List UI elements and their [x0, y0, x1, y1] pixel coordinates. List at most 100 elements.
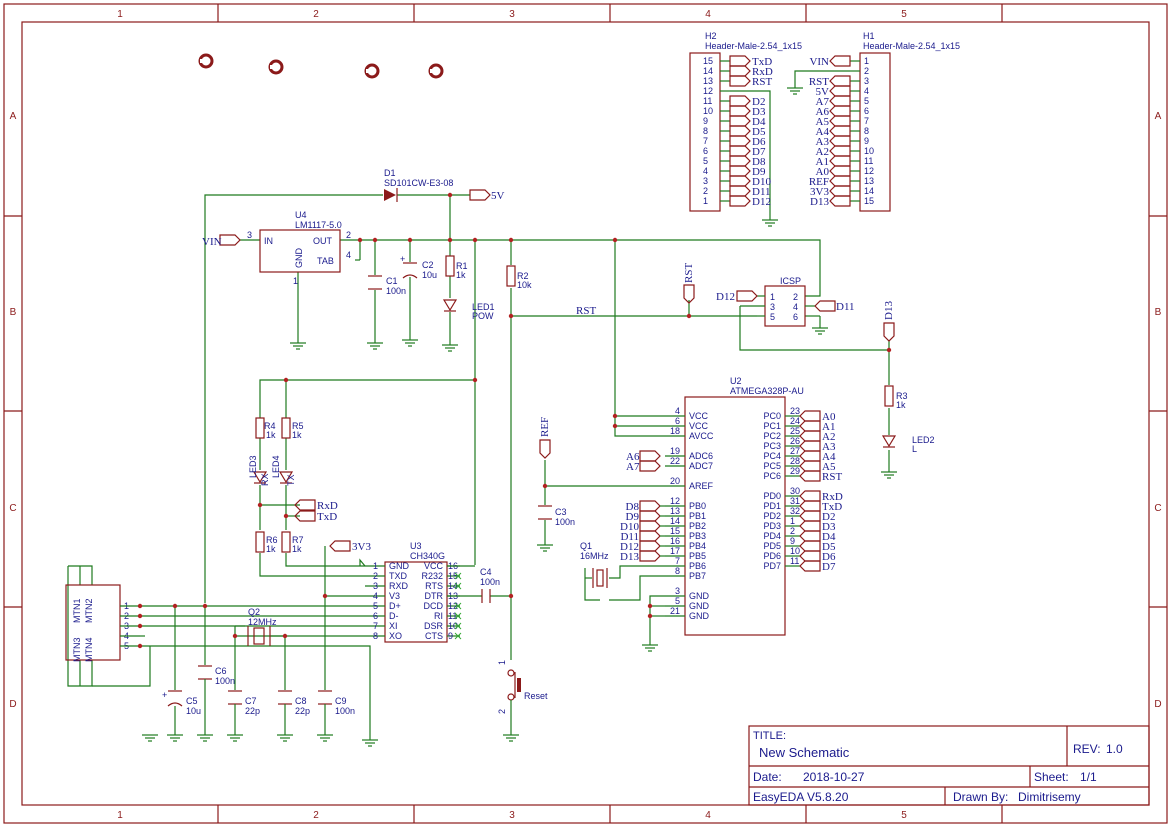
h2-10-netflag[interactable]: [729, 155, 751, 167]
capacitor-c8[interactable]: C8 22p: [278, 690, 310, 735]
h2-13-netflag[interactable]: [729, 185, 751, 197]
resistor-r1[interactable]: R1 1k: [445, 255, 468, 280]
capacitor-c7[interactable]: C7 22p: [228, 690, 260, 735]
led-led1[interactable]: LED1 POW: [442, 299, 495, 321]
capacitor-c1[interactable]: C1 100n: [368, 275, 406, 296]
pb-4-netflag[interactable]: [639, 540, 661, 552]
u2r-10-netflag[interactable]: [799, 520, 821, 532]
pb-5-netflag[interactable]: [639, 550, 661, 562]
h1-8-netflag[interactable]: [829, 135, 851, 147]
u2r-9-netflag[interactable]: [799, 510, 821, 522]
u2r-0-netflag[interactable]: [799, 410, 821, 422]
led-led4[interactable]: LED4 TX: [271, 455, 296, 486]
resistor-r5[interactable]: R5 1k: [281, 417, 304, 440]
h2-1-netflag[interactable]: [729, 65, 751, 77]
h1-7-netflag[interactable]: [829, 125, 851, 137]
pb-3-netflag[interactable]: [639, 530, 661, 542]
resistor-r4[interactable]: R4 1k: [255, 417, 276, 440]
u2r-13-netflag[interactable]: [799, 550, 821, 562]
regulator-u4[interactable]: U4 LM1117-5.0 IN OUT TAB GND 3 2 4 1: [247, 210, 351, 286]
u2r-3-netflag[interactable]: [799, 440, 821, 452]
rst-netflag[interactable]: RST: [683, 263, 695, 304]
u2-net-label: D6: [822, 551, 836, 563]
u2r-4-netflag[interactable]: [799, 450, 821, 462]
u2r-2-netflag[interactable]: [799, 430, 821, 442]
a6-netflag[interactable]: A6: [626, 450, 661, 463]
h1-2-netflag[interactable]: [829, 75, 851, 87]
u3-ref: U3: [410, 541, 422, 551]
icsp-header[interactable]: ICSP 1 2 3 4 5 6: [740, 276, 815, 327]
capacitor-c2[interactable]: + C2 10u: [400, 254, 437, 280]
h2-0-netflag[interactable]: [729, 55, 751, 67]
capacitor-c4[interactable]: C4 100n: [480, 567, 500, 603]
h2-9-netflag[interactable]: [729, 145, 751, 157]
h1-5-netflag[interactable]: [829, 105, 851, 117]
h2-12-netflag[interactable]: [729, 175, 751, 187]
header-h1[interactable]: H1 Header-Male-2.54_1x15 1VIN23RST45V5A7…: [794, 31, 960, 212]
h2-4-netflag[interactable]: [729, 95, 751, 107]
d13-netflag[interactable]: D13: [883, 301, 895, 342]
u2r-11-netflag[interactable]: [799, 530, 821, 542]
u2r-7-netflag[interactable]: [799, 490, 821, 502]
u2r-14-netflag[interactable]: [799, 560, 821, 572]
h1-9-netflag[interactable]: [829, 145, 851, 157]
5v-netflag[interactable]: 5V: [469, 189, 505, 202]
u2r-5-netflag[interactable]: [799, 460, 821, 472]
capacitor-c9[interactable]: C9 100n: [318, 690, 355, 735]
h2-2-netflag[interactable]: [729, 75, 751, 87]
pb-0-netflag[interactable]: [639, 500, 661, 512]
h2-14-netflag[interactable]: [729, 195, 751, 207]
resistor-r7[interactable]: R7 1k: [281, 531, 304, 554]
h1-0-netflag[interactable]: [829, 55, 851, 67]
h1-3-netflag[interactable]: [829, 85, 851, 97]
vin-netflag[interactable]: VIN: [202, 234, 241, 248]
u3-pin-name: DSR: [424, 621, 444, 631]
txd-netflag[interactable]: TxD: [294, 510, 337, 523]
col-label: 1: [117, 9, 123, 20]
resistor-r6[interactable]: R6 1k: [255, 531, 278, 554]
u2-pin-number: 22: [670, 456, 680, 466]
reset-switch[interactable]: Reset 1 2: [497, 660, 548, 735]
u2r-12-netflag[interactable]: [799, 540, 821, 552]
crystal-q1[interactable]: Q1 16MHz: [580, 541, 609, 588]
h1-10-netflag[interactable]: [829, 155, 851, 167]
capacitor-c3[interactable]: C3 100n: [538, 505, 575, 527]
capacitor-c5[interactable]: + C5 10u: [162, 690, 201, 735]
h1-12-netflag[interactable]: [829, 175, 851, 187]
3v3-netflag[interactable]: 3V3: [329, 540, 371, 553]
h1-13-netflag[interactable]: [829, 185, 851, 197]
h2-8-netflag[interactable]: [729, 135, 751, 147]
h2-pin-number: 9: [703, 116, 708, 126]
pb-2-netflag[interactable]: [639, 520, 661, 532]
h1-14-netflag[interactable]: [829, 195, 851, 207]
h1-11-netflag[interactable]: [829, 165, 851, 177]
resistor-r2[interactable]: R2 10k: [506, 265, 532, 290]
capacitor-c6[interactable]: C6 100n: [198, 665, 235, 735]
h1-4-netflag[interactable]: [829, 95, 851, 107]
pb-1-netflag[interactable]: [639, 510, 661, 522]
u2r-6-netflag[interactable]: [799, 470, 821, 482]
ref-netflag[interactable]: REF: [539, 417, 551, 459]
u2-pin-name: PC2: [763, 431, 781, 441]
u2r-8-netflag[interactable]: [799, 500, 821, 512]
usb-connector[interactable]: MTN1 MTN2 MTN3 MTN4 1 2 3 4 5: [65, 565, 151, 687]
d12-netflag[interactable]: D12: [716, 290, 758, 303]
led-led2[interactable]: LED2 L: [881, 435, 935, 454]
led-led3[interactable]: LED3 RX: [248, 455, 270, 486]
rxd-netflag[interactable]: RxD: [294, 499, 338, 512]
h2-6-netflag[interactable]: [729, 115, 751, 127]
resistor-r3[interactable]: R3 1k: [884, 385, 908, 410]
a7-netflag[interactable]: A7: [626, 460, 661, 473]
u2r-1-netflag[interactable]: [799, 420, 821, 432]
crystal-q2[interactable]: Q2 12MHz: [247, 607, 277, 646]
h2-11-netflag[interactable]: [729, 165, 751, 177]
d11-netflag[interactable]: D11: [814, 300, 855, 313]
h2-7-netflag[interactable]: [729, 125, 751, 137]
h2-5-netflag[interactable]: [729, 105, 751, 117]
h1-6-netflag[interactable]: [829, 115, 851, 127]
row-label: D: [9, 699, 16, 710]
diode-d1[interactable]: D1 SD101CW-E3-08: [384, 168, 453, 202]
